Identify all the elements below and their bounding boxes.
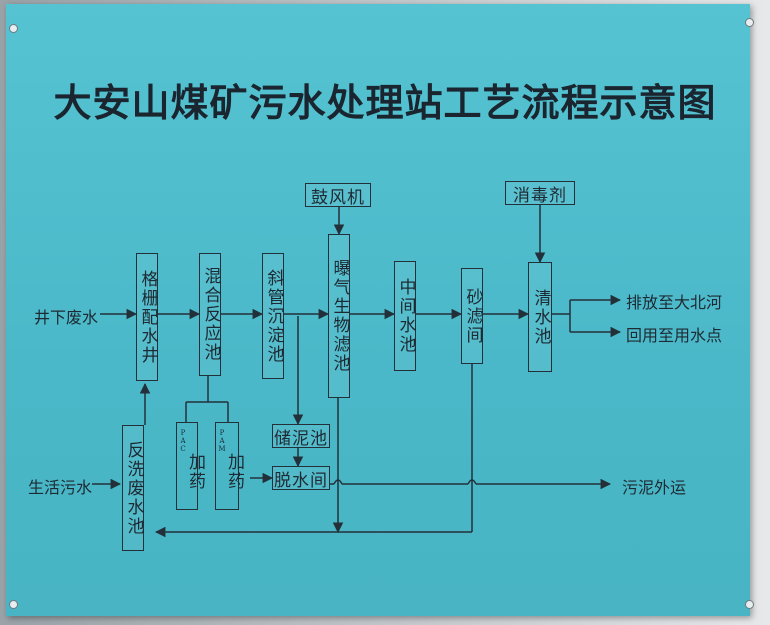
clear-tank-box: 清水池 (528, 262, 552, 372)
middle-tank-box: 中间水池 (394, 261, 416, 371)
sludge-storage-label: 储泥池 (274, 428, 328, 449)
aeration-filter-label: 曝气生物滤池 (329, 259, 350, 373)
sludge-storage-box: 储泥池 (272, 424, 330, 449)
mix-tank-box: 混合反应池 (199, 253, 221, 376)
pam-dosing-label: 加药 (224, 453, 244, 491)
pac-dosing-box: PAC 加药 (176, 422, 205, 510)
blower-box: 鼓风机 (305, 183, 371, 208)
dewatering-box: 脱水间 (272, 466, 330, 491)
discharge-label: 排放至大北河 (626, 293, 723, 312)
backwash-tank-box: 反洗废水池 (122, 425, 144, 551)
disinfectant-box: 消毒剂 (505, 181, 575, 206)
sand-filter-box: 砂滤间 (461, 268, 483, 364)
middle-tank-label: 中间水池 (395, 278, 416, 354)
screw-bottom-right (745, 600, 754, 609)
screw-top-right (745, 18, 754, 27)
aeration-filter-box: 曝气生物滤池 (328, 234, 350, 398)
dewatering-label: 脱水间 (274, 470, 328, 491)
diagram-title: 大安山煤矿污水处理站工艺流程示意图 (53, 81, 717, 125)
grille-well-box: 格栅配水井 (136, 253, 158, 381)
incline-tank-label: 斜管沉淀池 (263, 268, 284, 364)
backwash-tank-label: 反洗废水池 (123, 440, 144, 536)
screw-top-left (9, 24, 18, 33)
sand-filter-label: 砂滤间 (462, 287, 483, 345)
pac-tag: PAC (179, 429, 187, 453)
blower-label: 鼓风机 (311, 187, 365, 208)
domestic-sewage-label: 生活污水 (28, 478, 93, 497)
pac-dosing-label: 加药 (185, 453, 205, 491)
mix-tank-label: 混合反应池 (200, 267, 221, 362)
mine-water-label: 井下废水 (34, 308, 99, 327)
pam-dosing-box: PAM 加药 (215, 422, 244, 510)
sludge-out-label: 污泥外运 (622, 478, 687, 497)
grille-well-label: 格栅配水井 (137, 269, 158, 365)
incline-tank-box: 斜管沉淀池 (262, 253, 284, 379)
reuse-label: 回用至用水点 (626, 326, 723, 345)
screw-bottom-left (9, 600, 18, 609)
pam-tag: PAM (218, 429, 226, 453)
clear-tank-label: 清水池 (530, 288, 551, 346)
disinfectant-label: 消毒剂 (513, 185, 567, 206)
